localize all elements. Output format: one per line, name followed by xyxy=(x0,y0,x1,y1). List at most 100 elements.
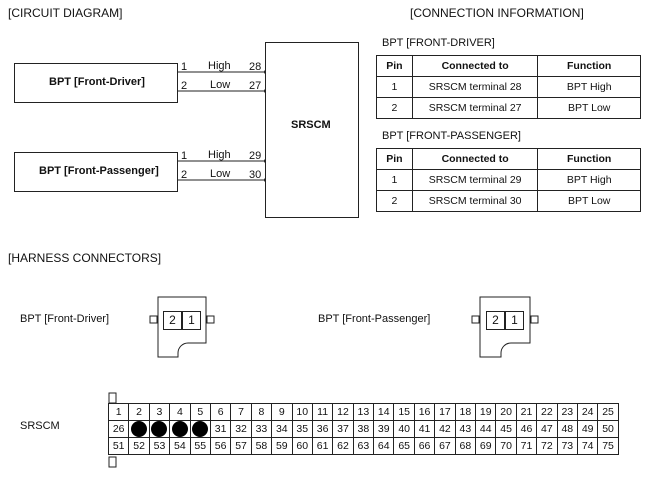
pin-cell: 7 xyxy=(230,403,252,421)
pin-cell: 72 xyxy=(536,437,558,455)
filled-pin-dot xyxy=(131,421,148,437)
pin-cell: 68 xyxy=(454,437,477,455)
passenger-connection-table: Pin Connected to Function 1 SRSCM termin… xyxy=(376,148,641,212)
wire-signal: High xyxy=(208,60,231,72)
pin-cell: 18 xyxy=(454,403,477,421)
pin-cell: 37 xyxy=(332,420,354,438)
pin-cell: 52 xyxy=(128,437,150,455)
pin-cell: 6 xyxy=(209,403,232,421)
circuit-diagram-heading: [CIRCUIT DIAGRAM] xyxy=(8,6,123,20)
pin-cell: 33 xyxy=(250,420,273,438)
pin-cell: 34 xyxy=(271,420,293,438)
pin-cell: 46 xyxy=(515,420,538,438)
wire-terminal: 27 xyxy=(249,80,262,92)
pin-cell: 12 xyxy=(332,403,354,421)
pin-cell: 51 xyxy=(107,437,130,455)
table-cell: SRSCM terminal 30 xyxy=(411,190,539,212)
pin-cell: 44 xyxy=(475,420,497,438)
pin-cell: 9 xyxy=(271,403,293,421)
pin-cell: 3 xyxy=(148,403,171,421)
connector-cavity: 1 xyxy=(182,311,201,330)
pin-cell: 17 xyxy=(434,403,456,421)
pin-cell: 16 xyxy=(413,403,436,421)
pin-cell: 62 xyxy=(332,437,354,455)
pin-cell: 59 xyxy=(271,437,293,455)
table-cell: BPT Low xyxy=(537,97,641,119)
filled-pin-marker xyxy=(148,420,171,438)
srscm-module-box: SRSCM xyxy=(265,42,359,218)
filled-pin-dot xyxy=(171,421,188,437)
pin-cell: 49 xyxy=(576,420,599,438)
connector-cavity: 2 xyxy=(486,311,505,330)
pin-cell: 74 xyxy=(576,437,599,455)
pin-cell: 4 xyxy=(169,403,191,421)
pin-cell: 25 xyxy=(597,403,619,421)
pin-cell: 24 xyxy=(576,403,599,421)
pin-cell: 11 xyxy=(311,403,334,421)
pin-cell: 41 xyxy=(413,420,436,438)
pin-cell: 48 xyxy=(556,420,578,438)
table-cell: BPT High xyxy=(537,169,641,191)
pin-cell: 21 xyxy=(515,403,538,421)
table-cell: SRSCM terminal 29 xyxy=(411,169,539,191)
pin-cell: 14 xyxy=(373,403,395,421)
harness-srscm-label: SRSCM xyxy=(20,420,60,432)
filled-pin-marker xyxy=(169,420,191,438)
pin-cell: 61 xyxy=(311,437,334,455)
filled-pin-marker xyxy=(128,420,150,438)
filled-pin-dot xyxy=(151,421,168,437)
pin-cell: 36 xyxy=(311,420,334,438)
connection-info-heading: [CONNECTION INFORMATION] xyxy=(410,6,584,20)
harness-connectors-heading: [HARNESS CONNECTORS] xyxy=(8,251,162,265)
pin-cell: 39 xyxy=(373,420,395,438)
bpt-front-driver-box: BPT [Front-Driver] xyxy=(14,63,178,103)
pin-cell: 23 xyxy=(556,403,578,421)
pin-cell: 65 xyxy=(393,437,415,455)
pin-cell: 42 xyxy=(434,420,456,438)
table-cell: SRSCM terminal 27 xyxy=(411,97,539,119)
table-row: 2 SRSCM terminal 30 BPT Low xyxy=(376,190,641,212)
wire-terminal: 28 xyxy=(249,61,262,73)
pin-cell: 56 xyxy=(209,437,232,455)
wire-terminal: 29 xyxy=(249,150,262,162)
wire-signal: Low xyxy=(210,168,231,180)
pin-cell: 75 xyxy=(597,437,619,455)
wire-pin: 2 xyxy=(181,169,188,181)
table-row: 2 SRSCM terminal 27 BPT Low xyxy=(376,97,641,119)
pin-cell: 5 xyxy=(189,403,211,421)
pin-cell: 43 xyxy=(454,420,477,438)
column-header: Connected to xyxy=(411,148,539,170)
pin-cell: 53 xyxy=(148,437,171,455)
pin-cell: 66 xyxy=(413,437,436,455)
connector-cavity: 1 xyxy=(505,311,524,330)
pin-cell: 10 xyxy=(291,403,313,421)
bpt-front-passenger-box: BPT [Front-Passenger] xyxy=(14,152,178,192)
wire-signal: High xyxy=(208,149,231,161)
pin-cell: 63 xyxy=(352,437,375,455)
pin-cell: 45 xyxy=(495,420,517,438)
pin-cell: 1 xyxy=(107,403,130,421)
pin-cell: 22 xyxy=(536,403,558,421)
pin-cell: 64 xyxy=(373,437,395,455)
pin-cell: 31 xyxy=(209,420,232,438)
pin-cell: 38 xyxy=(352,420,375,438)
pin-cell: 35 xyxy=(291,420,313,438)
wire-pin: 1 xyxy=(181,150,188,162)
passenger-table-title: BPT [FRONT-PASSENGER] xyxy=(382,130,521,142)
pin-cell: 57 xyxy=(230,437,252,455)
pin-cell: 73 xyxy=(556,437,578,455)
pin-cell: 47 xyxy=(536,420,558,438)
driver-table-title: BPT [FRONT-DRIVER] xyxy=(382,37,495,49)
wire-pin: 1 xyxy=(181,61,188,73)
pin-cell: 70 xyxy=(495,437,517,455)
wire-pin: 2 xyxy=(181,80,188,92)
harness-driver-label: BPT [Front-Driver] xyxy=(20,313,110,325)
column-header: Function xyxy=(537,148,641,170)
bpt-front-driver-label: BPT [Front-Driver] xyxy=(49,76,145,88)
filled-pin-dot xyxy=(192,421,209,437)
table-cell: BPT Low xyxy=(537,190,641,212)
filled-pin-marker xyxy=(189,420,211,438)
pin-cell: 32 xyxy=(230,420,252,438)
